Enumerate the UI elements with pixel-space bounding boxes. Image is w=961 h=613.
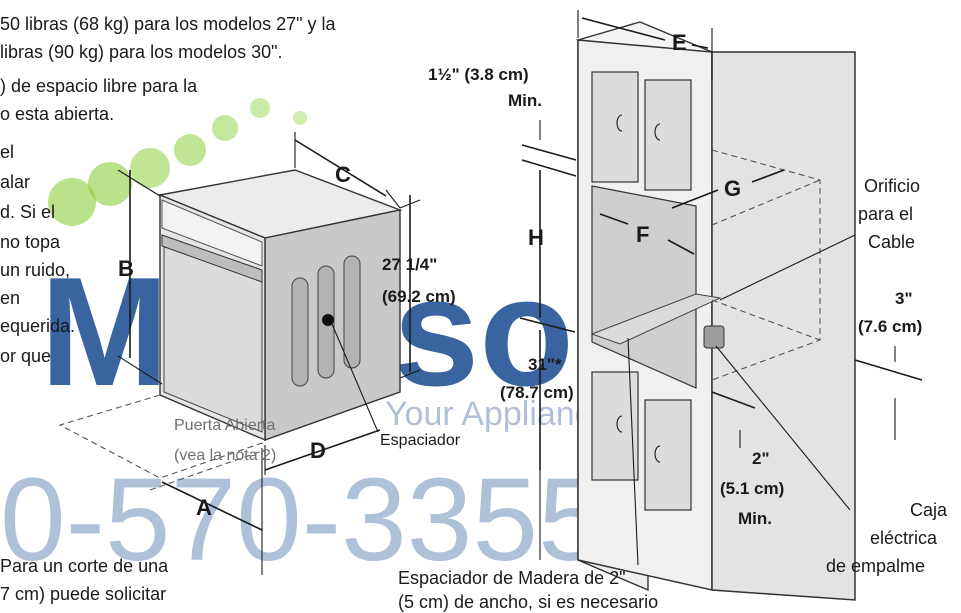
height-cm: (69.2 cm) — [382, 287, 456, 306]
note-side-5: un ruido, — [0, 260, 70, 280]
note-side-3: d. Si el — [0, 202, 55, 222]
note-side-6: en — [0, 288, 20, 308]
cabinet-illustration — [575, 21, 856, 601]
wood-spacer-1: Espaciador de Madera de 2" — [398, 568, 626, 588]
oven-dimensions — [117, 132, 421, 575]
dim-31-in: 31"* — [528, 355, 562, 374]
watermark-phone: 0-570-3355 — [0, 454, 604, 586]
door-open-label: Puerta Abierta — [174, 417, 276, 434]
cable-hole-3: Cable — [868, 232, 915, 252]
note-side-7: equerida. — [0, 316, 75, 336]
spacer-marker — [322, 314, 334, 326]
cabinet-labels: E F G H 1½" (3.8 cm) Min. 31"* (78.7 cm)… — [398, 30, 948, 612]
label-f: F — [636, 222, 649, 247]
label-c: C — [335, 162, 351, 187]
label-b: B — [118, 256, 134, 281]
note-side-1: el — [0, 142, 14, 162]
clearance-top: 1½" (3.8 cm) — [428, 65, 529, 84]
dim-3-in: 3" — [895, 289, 913, 308]
cable-hole-1: Orificio — [864, 176, 920, 196]
junction-box-1: Caja — [910, 500, 948, 520]
door-open-note: (vea la nota 2) — [174, 447, 276, 464]
note-line-1: 50 libras (68 kg) para los modelos 27" y… — [0, 14, 337, 34]
label-g: G — [724, 176, 741, 201]
wood-spacer-2: (5 cm) de ancho, si es necesario — [398, 592, 658, 612]
oven-illustration — [58, 169, 403, 491]
note-side-2: alar — [0, 172, 30, 192]
dim-2-cm: (5.1 cm) — [720, 479, 784, 498]
junction-box-3: de empalme — [826, 556, 925, 576]
note-side-4: no topa — [0, 232, 61, 252]
dim-3-cm: (7.6 cm) — [858, 317, 922, 336]
note-side-8: or que — [0, 346, 51, 366]
note-bottom-2: 7 cm) puede solicitar — [0, 584, 166, 604]
junction-box-2: eléctrica — [870, 528, 938, 548]
notes-text: 50 libras (68 kg) para los modelos 27" y… — [0, 14, 337, 604]
note-line-3: ) de espacio libre para la — [0, 76, 198, 96]
label-a: A — [196, 495, 212, 520]
cable-hole-2: para el — [858, 204, 913, 224]
label-d: D — [310, 438, 326, 463]
oven-labels: B C D A 27 1/4" (69.2 cm) Puerta Abierta… — [118, 162, 461, 520]
dim-2-in: 2" — [752, 449, 770, 468]
dim-31-cm: (78.7 cm) — [500, 383, 574, 402]
label-h: H — [528, 225, 544, 250]
label-e: E — [672, 30, 687, 55]
clearance-top-min: Min. — [508, 91, 542, 110]
height-in: 27 1/4" — [382, 255, 437, 274]
cabinet-dimensions — [519, 10, 923, 566]
dim-2-min: Min. — [738, 509, 772, 528]
note-bottom-1: Para un corte de una — [0, 556, 169, 576]
spacer-label: Espaciador — [380, 432, 461, 449]
note-line-4: o esta abierta. — [0, 104, 114, 124]
note-line-2: libras (90 kg) para los modelos 30". — [0, 42, 283, 62]
